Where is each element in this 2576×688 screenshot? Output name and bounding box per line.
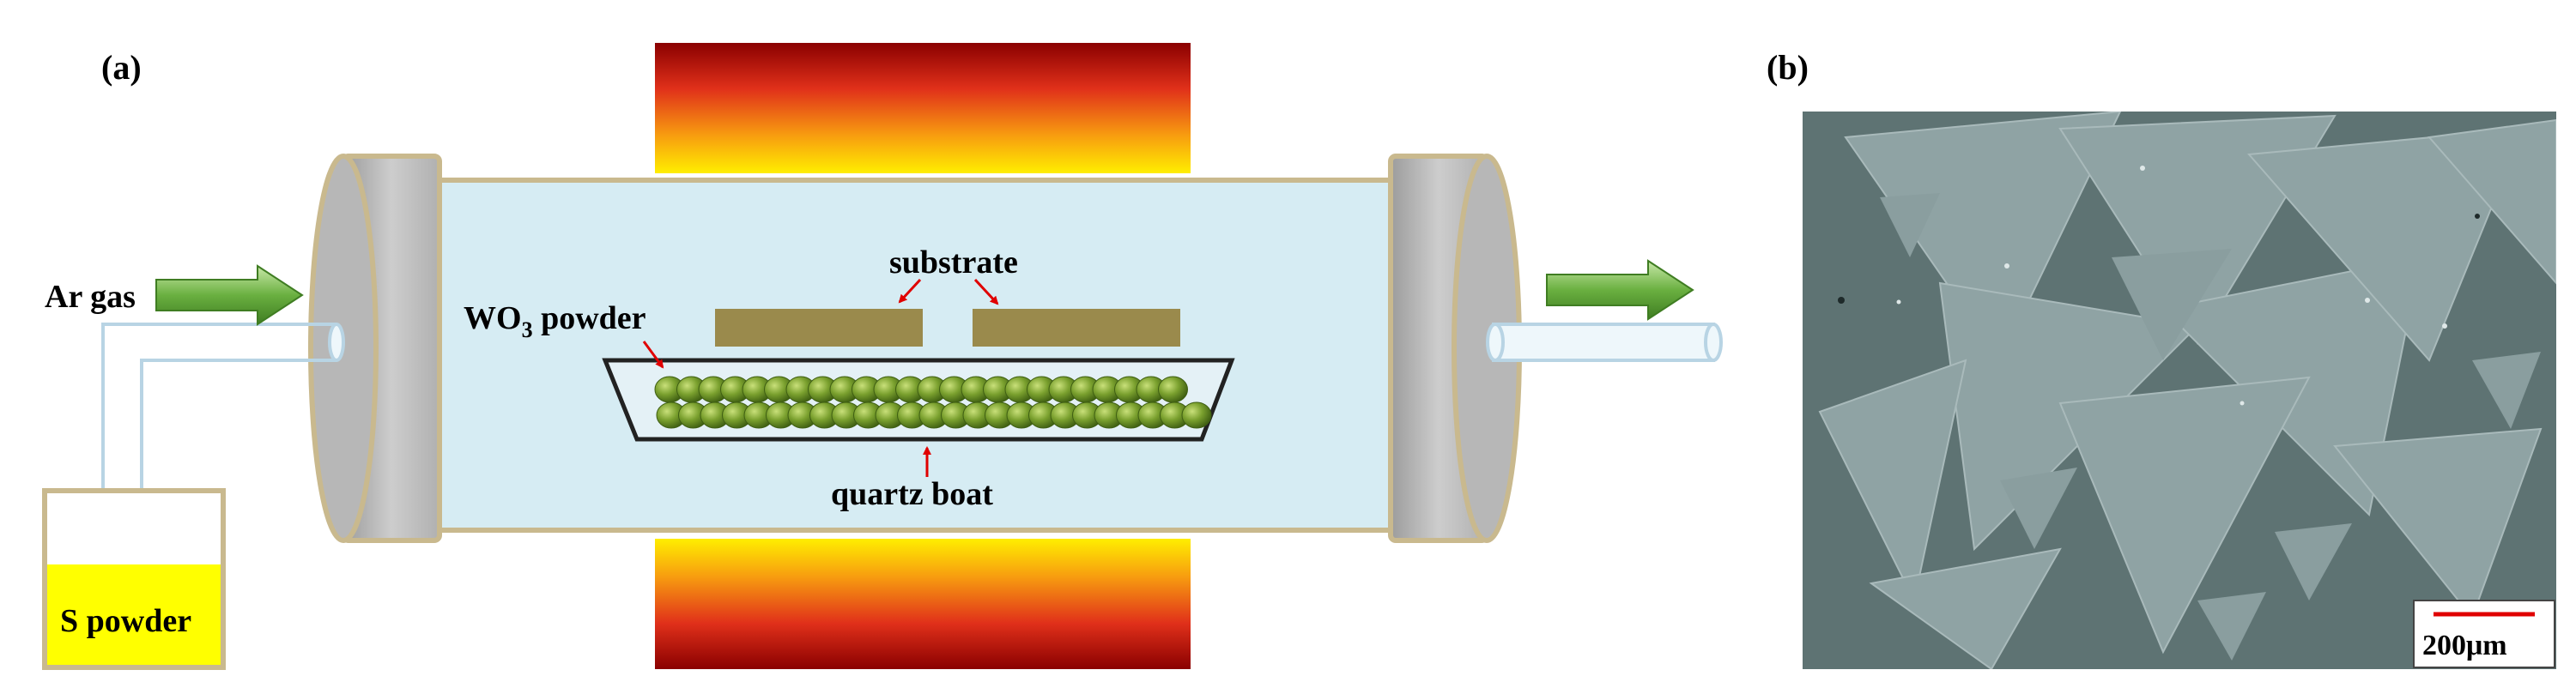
substrate-right xyxy=(973,309,1180,347)
left-flange xyxy=(308,154,442,543)
wo3-powder-label: WO3 powder xyxy=(464,300,646,342)
panel-a-label: (a) xyxy=(101,48,142,87)
ar-gas-label: Ar gas xyxy=(45,279,136,315)
wo3-powder-spheres xyxy=(654,376,1212,429)
substrate-arrow-right xyxy=(973,278,999,305)
wo3-arrow xyxy=(642,341,664,369)
scale-bar xyxy=(2413,600,2555,668)
bottom-heater xyxy=(655,539,1191,669)
micrograph xyxy=(1803,112,2556,669)
quartz-boat-label: quartz boat xyxy=(831,476,993,512)
outlet-gas-arrow xyxy=(1546,259,1694,321)
wo3-sphere xyxy=(1158,376,1188,403)
quartz-tube xyxy=(388,178,1492,533)
outlet-pipe xyxy=(1486,323,1723,362)
s-powder-label: S powder xyxy=(60,603,191,639)
s-powder-container xyxy=(42,488,226,670)
inlet-gas-arrow xyxy=(155,264,304,326)
top-heater xyxy=(655,43,1191,173)
panel-b-label: (b) xyxy=(1767,48,1809,87)
scale-bar-label: 200μm xyxy=(2422,630,2507,661)
substrate-arrow-left xyxy=(898,278,922,304)
substrate-label: substrate xyxy=(889,244,1018,281)
wo3-sphere xyxy=(1181,401,1212,429)
substrate-left xyxy=(715,309,923,347)
